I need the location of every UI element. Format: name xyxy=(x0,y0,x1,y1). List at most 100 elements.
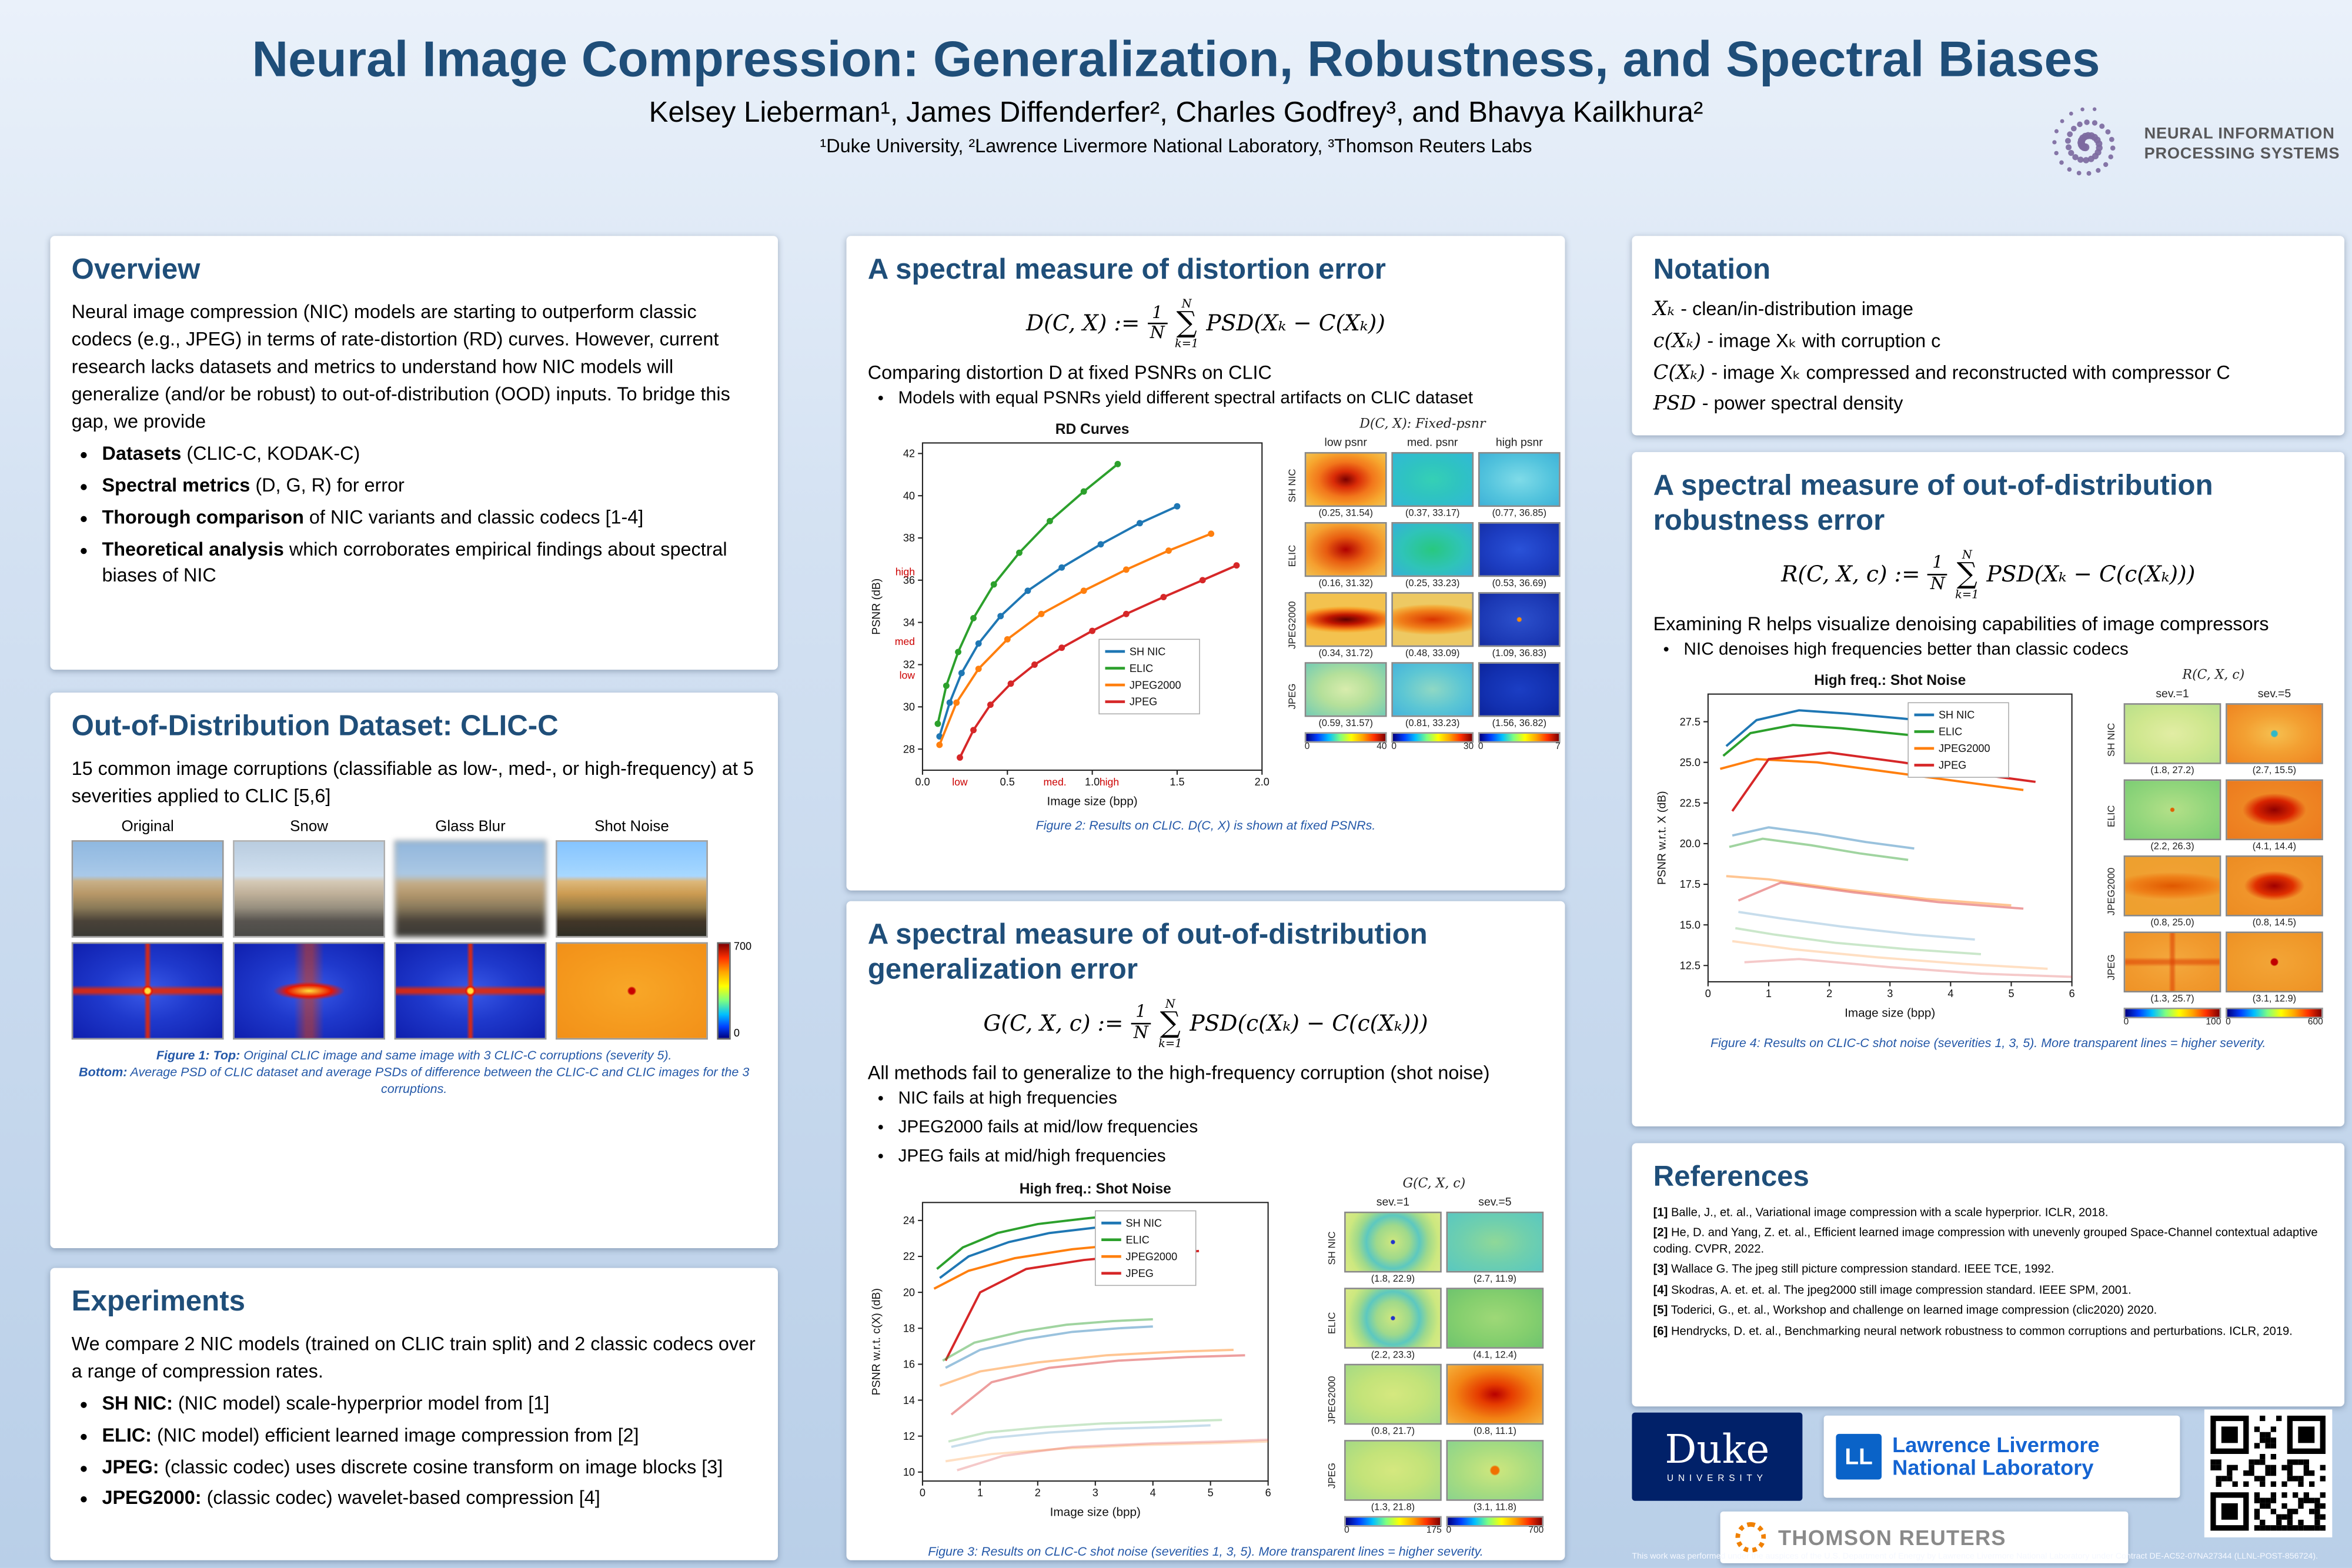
psd-heatmap xyxy=(1478,662,1561,717)
neurips-swirl-icon xyxy=(2053,107,2116,176)
sigma-symbol: ∑ xyxy=(1176,306,1197,340)
heatmap-col-header: sev.=5 xyxy=(1478,1194,1512,1208)
colorbar-max: 175 xyxy=(1426,1526,1442,1536)
colorbar-gradient xyxy=(1304,732,1387,743)
thomson-reuters-logo: THOMSON REUTERS xyxy=(1720,1511,2129,1563)
psd-heatmap xyxy=(1344,1363,1442,1425)
poster-title: Neural Image Compression: Generalization… xyxy=(252,30,2100,87)
reference-item: [2] He, D. and Yang, Z. et. al., Efficie… xyxy=(1653,1225,2318,1256)
svg-text:1.0: 1.0 xyxy=(1085,776,1100,788)
heatmap-cell-value: (1.3, 25.7) xyxy=(2150,994,2194,1005)
svg-text:JPEG2000: JPEG2000 xyxy=(1939,743,1990,754)
psd-heatmap xyxy=(1446,1363,1544,1425)
figure1-photo-row xyxy=(71,840,757,938)
svg-text:24: 24 xyxy=(903,1214,915,1226)
heatmap-row-label: JPEG xyxy=(1327,1463,1338,1489)
svg-text:0: 0 xyxy=(1705,988,1711,999)
colorbar-min: 0 xyxy=(1478,743,1484,753)
distortion-lead: Comparing distortion D at fixed PSNRs on… xyxy=(867,362,1272,383)
svg-text:ELIC: ELIC xyxy=(1126,1233,1150,1245)
distortion-bullet: Models with equal PSNRs yield different … xyxy=(898,386,1544,411)
heatmap-row-label: ELIC xyxy=(2106,804,2117,827)
experiments-bullet: JPEG: (classic codec) uses discrete cosi… xyxy=(102,1455,756,1482)
heatmap-cell-value: (1.8, 22.9) xyxy=(1371,1273,1415,1285)
svg-text:22: 22 xyxy=(903,1250,915,1262)
colorbar-max: 700 xyxy=(1528,1526,1544,1536)
svg-text:0.5: 0.5 xyxy=(1000,776,1015,788)
chart-series xyxy=(1744,958,2072,978)
svg-text:20.0: 20.0 xyxy=(1680,838,1700,850)
chart-series xyxy=(951,1423,1211,1447)
svg-text:RD Curves: RD Curves xyxy=(1055,422,1130,437)
neurips-text-line1: NEURAL INFORMATION xyxy=(2144,124,2335,143)
heatmap-grid-title: D(C, X): Fixed-psnr xyxy=(1359,417,1486,433)
chart-series xyxy=(1735,927,1982,955)
svg-text:38: 38 xyxy=(903,533,915,544)
psd-heatmap xyxy=(1446,1287,1544,1348)
colorbar-max: 600 xyxy=(2307,1018,2323,1028)
neurips-text-line2: PROCESSING SYSTEMS xyxy=(2144,144,2340,163)
heatmap-cell-value: (0.81, 33.23) xyxy=(1405,718,1460,730)
llnl-logo-text: Lawrence Livermore National Laboratory xyxy=(1892,1432,2100,1480)
psd-heatmap xyxy=(1344,1439,1442,1500)
figure3-caption: Figure 3: Results on CLIC-C shot noise (… xyxy=(928,1543,1484,1559)
svg-text:5: 5 xyxy=(2008,988,2014,999)
heatmap-row-label: JPEG2000 xyxy=(1327,1376,1338,1424)
colorbar-min: 0 xyxy=(1344,1526,1349,1536)
experiments-body: We compare 2 NIC models (trained on CLIC… xyxy=(71,1333,756,1382)
distortion-bullet-list: Models with equal PSNRs yield different … xyxy=(868,386,1544,411)
llnl-logo: LL Lawrence Livermore National Laborator… xyxy=(1823,1415,2180,1498)
sigma-symbol: ∑ xyxy=(1956,557,1977,591)
heatmap-cell-value: (0.59, 31.57) xyxy=(1318,718,1373,730)
svg-text:PSNR w.r.t. c(X) (dB): PSNR w.r.t. c(X) (dB) xyxy=(870,1288,883,1395)
svg-text:42: 42 xyxy=(903,448,915,460)
svg-text:5: 5 xyxy=(1208,1486,1214,1498)
colorbar-max: 7 xyxy=(1555,743,1561,753)
generalization-bullet: JPEG fails at mid/high frequencies xyxy=(898,1145,1544,1170)
heatmap-col-header: sev.=1 xyxy=(2156,686,2189,700)
svg-text:1.5: 1.5 xyxy=(1170,776,1184,788)
heatmap-row-label: ELIC xyxy=(1327,1312,1338,1335)
svg-text:SH NIC: SH NIC xyxy=(1126,1216,1162,1228)
svg-text:Image size (bpp): Image size (bpp) xyxy=(1047,795,1138,808)
svg-text:high: high xyxy=(896,566,915,578)
svg-text:JPEG2000: JPEG2000 xyxy=(1126,1250,1178,1262)
colorbar-gradient xyxy=(2123,1007,2221,1018)
psd-heatmap xyxy=(1344,1287,1442,1348)
overview-bullet-list: Datasets (CLIC-C, KODAK-C) Spectral metr… xyxy=(72,442,757,591)
chart-series xyxy=(1738,910,1975,941)
svg-text:med: med xyxy=(895,636,915,648)
formula-sum: N∑k=1 xyxy=(1955,547,1979,601)
psd-heatmap xyxy=(2123,779,2221,840)
colorbar-min: 0 xyxy=(2123,1018,2129,1028)
neurips-logo-text: NEURAL INFORMATION PROCESSING SYSTEMS xyxy=(2144,125,2340,165)
image-label: Glass Blur xyxy=(435,819,506,836)
colorbar-labels: 700 0 xyxy=(734,942,751,1040)
svg-text:25.0: 25.0 xyxy=(1680,757,1700,768)
svg-text:High freq.: Shot Noise: High freq.: Shot Noise xyxy=(1814,673,1966,688)
overview-bullet: Thorough comparison of NIC variants and … xyxy=(102,505,756,532)
psd-heatmap-original xyxy=(71,942,224,1040)
panel-overview: Overview Neural image compression (NIC) … xyxy=(50,236,778,670)
svg-text:12: 12 xyxy=(903,1430,915,1442)
psd-heatmap-snow xyxy=(233,942,386,1040)
heatmap-row-label: SH NIC xyxy=(1287,469,1298,503)
psd-heatmap xyxy=(1391,522,1474,577)
psd-heatmap xyxy=(1446,1211,1544,1272)
svg-text:20: 20 xyxy=(903,1286,915,1298)
heatmap-cell-value: (0.37, 33.17) xyxy=(1405,509,1460,520)
heatmap-cell-value: (0.8, 25.0) xyxy=(2150,917,2194,929)
svg-text:1: 1 xyxy=(1766,988,1772,999)
svg-text:4: 4 xyxy=(1947,988,1953,999)
heatmap-row-label: JPEG2000 xyxy=(2106,868,2117,916)
svg-text:Image size (bpp): Image size (bpp) xyxy=(1845,1006,1935,1019)
formula-rhs: PSD(c(Xₖ) − C(c(Xₖ))) xyxy=(1190,1011,1428,1037)
funding-statement: This work was performed under the auspic… xyxy=(1632,1552,2318,1562)
